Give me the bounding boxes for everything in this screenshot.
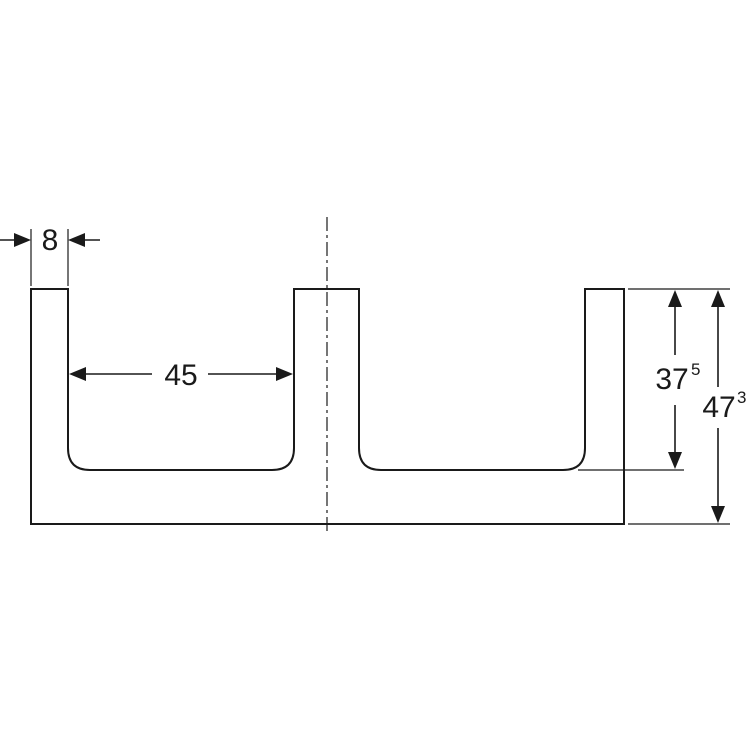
arrowhead-height-top bbox=[711, 290, 725, 307]
dimension-label-inner-width: 45 bbox=[164, 359, 197, 392]
arrowhead-depth-bottom bbox=[668, 452, 682, 469]
arrowhead-height-bottom bbox=[711, 506, 725, 523]
dimension-label-wall-thickness: 8 bbox=[42, 224, 59, 257]
dimension-total-height: 47 3 bbox=[702, 290, 746, 523]
dimension-superscript-inner-depth: 5 bbox=[691, 360, 700, 379]
arrowhead-width-left bbox=[69, 367, 86, 381]
channel-body-outline bbox=[30, 288, 625, 525]
arrowhead-width-right bbox=[276, 367, 293, 381]
arrowhead-depth-top bbox=[668, 290, 682, 307]
dimension-superscript-total-height: 3 bbox=[737, 388, 746, 407]
arrowhead-wall-right bbox=[68, 233, 85, 247]
dimension-label-inner-depth: 37 bbox=[655, 363, 688, 396]
dimension-wall-thickness: 8 bbox=[0, 224, 100, 286]
dimension-inner-width: 45 bbox=[69, 359, 293, 392]
arrowhead-wall-left bbox=[14, 233, 31, 247]
dimension-label-total-height: 47 bbox=[702, 391, 735, 424]
dimension-inner-depth: 37 5 bbox=[655, 290, 700, 469]
